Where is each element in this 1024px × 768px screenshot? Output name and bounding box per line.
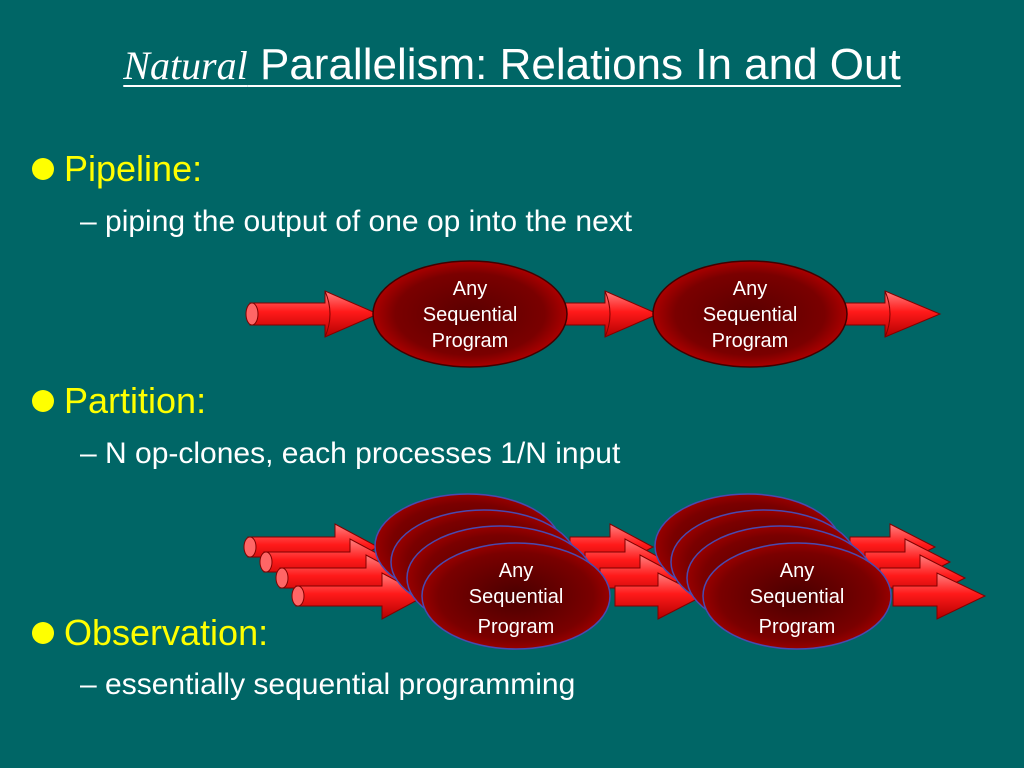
title-italic: Natural xyxy=(123,43,248,88)
program-label-line2: Sequential xyxy=(750,586,845,608)
bullet-observation: Observation: xyxy=(32,612,268,654)
program-label-line3: Program xyxy=(712,330,789,352)
bullet-pipeline: Pipeline: xyxy=(32,148,202,190)
arrow-icon xyxy=(245,290,380,338)
arrow-icon xyxy=(839,290,942,338)
program-label-line3: Program xyxy=(759,616,836,638)
program-label-line1: Any xyxy=(499,560,533,582)
arrow-icon xyxy=(291,572,427,620)
arrow-icon xyxy=(614,572,705,620)
sub-bullet-observation: – essentially sequential programming xyxy=(80,668,576,701)
program-label-line1: Any xyxy=(780,560,814,582)
bullet-label: Partition: xyxy=(64,380,207,421)
bullet-dot-icon xyxy=(32,390,54,412)
slide-title: Natural Parallelism: Relations In and Ou… xyxy=(0,40,1024,90)
sub-bullet-partition: – N op-clones, each processes 1/N input xyxy=(80,437,621,470)
program-ellipse: Any Sequential Program xyxy=(372,260,568,368)
arrow-icon xyxy=(892,572,987,620)
bullet-dot-icon xyxy=(32,622,54,644)
program-ellipse: Any Sequential Program xyxy=(652,260,848,368)
program-label-line1: Any xyxy=(453,278,487,300)
bullet-partition: Partition: xyxy=(32,380,206,422)
title-text: Parallelism: Relations In and Out xyxy=(247,40,901,89)
pipeline-diagram: Any Sequential Program Any Sequential Pr… xyxy=(245,260,942,368)
program-label-line3: Program xyxy=(432,330,509,352)
bullet-label: Observation: xyxy=(64,612,269,653)
program-label-line2: Sequential xyxy=(469,586,564,608)
program-clone-stack: Any Sequential Program xyxy=(654,493,892,650)
program-label-line3: Program xyxy=(478,616,555,638)
program-clone-stack: Any Sequential Program xyxy=(374,493,611,650)
bullet-label: Pipeline: xyxy=(64,148,203,189)
bullet-dot-icon xyxy=(32,158,54,180)
arrow-icon xyxy=(559,290,660,338)
program-label-line2: Sequential xyxy=(703,304,798,326)
program-label-line1: Any xyxy=(733,278,767,300)
program-label-line2: Sequential xyxy=(423,304,518,326)
sub-bullet-pipeline: – piping the output of one op into the n… xyxy=(80,205,633,238)
partition-diagram: Any Sequential Program Any Sequential Pr… xyxy=(243,493,987,650)
